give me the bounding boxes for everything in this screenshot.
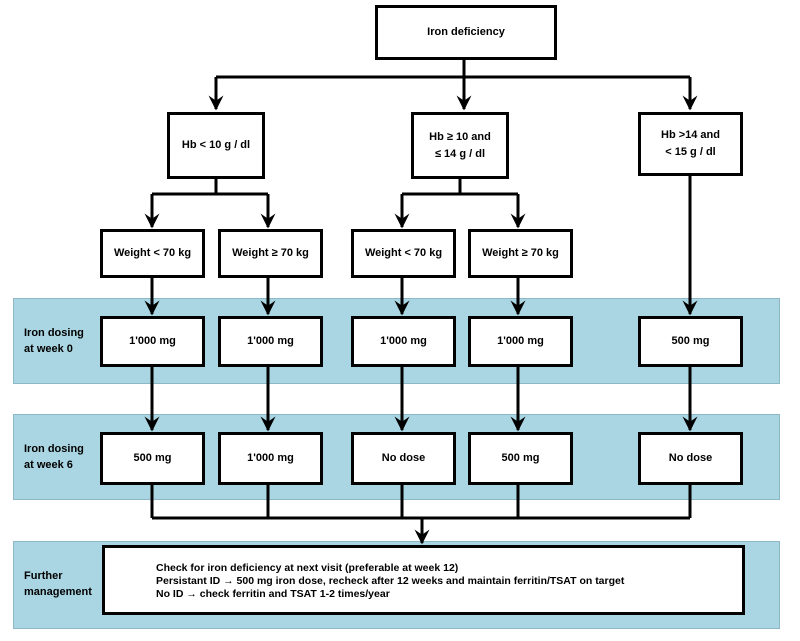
week6-dose-box-2: 1'000 mg [218,432,323,485]
week6-dose-box-4: 500 mg [468,432,573,485]
week6-dose-box-1: 500 mg [100,432,205,485]
week0-dose-box-4: 1'000 mg [468,316,573,367]
hb-group-mid-box: Hb ≥ 10 and ≤ 14 g / dl [411,112,509,179]
weight-under-70-box-2: Weight < 70 kg [351,229,456,278]
week6-dose-box-3: No dose [351,432,456,485]
hb-group-low-box: Hb < 10 g / dl [167,112,265,179]
management-line-3: No ID → check ferritin and TSAT 1-2 time… [156,588,390,600]
week6-dose-box-5: No dose [638,432,743,485]
further-management-box: Check for iron deficiency at next visit … [102,545,745,615]
further-management-label: Further management [24,570,92,598]
weight-under-70-box-1: Weight < 70 kg [100,229,205,278]
week0-dose-box-2: 1'000 mg [218,316,323,367]
management-line-1: Check for iron deficiency at next visit … [156,562,459,574]
week0-dose-box-5: 500 mg [638,316,743,367]
week0-dose-box-1: 1'000 mg [100,316,205,367]
iron-deficiency-box: Iron deficiency [375,5,557,60]
weight-over-70-box-1: Weight ≥ 70 kg [218,229,323,278]
hb-group-high-box: Hb >14 and < 15 g / dl [638,112,743,176]
week0-label: Iron dosing at week 0 [24,327,84,355]
week6-label: Iron dosing at week 6 [24,443,84,471]
week0-dose-box-3: 1'000 mg [351,316,456,367]
weight-over-70-box-2: Weight ≥ 70 kg [468,229,573,278]
management-line-2: Persistant ID → 500 mg iron dose, rechec… [156,575,625,587]
